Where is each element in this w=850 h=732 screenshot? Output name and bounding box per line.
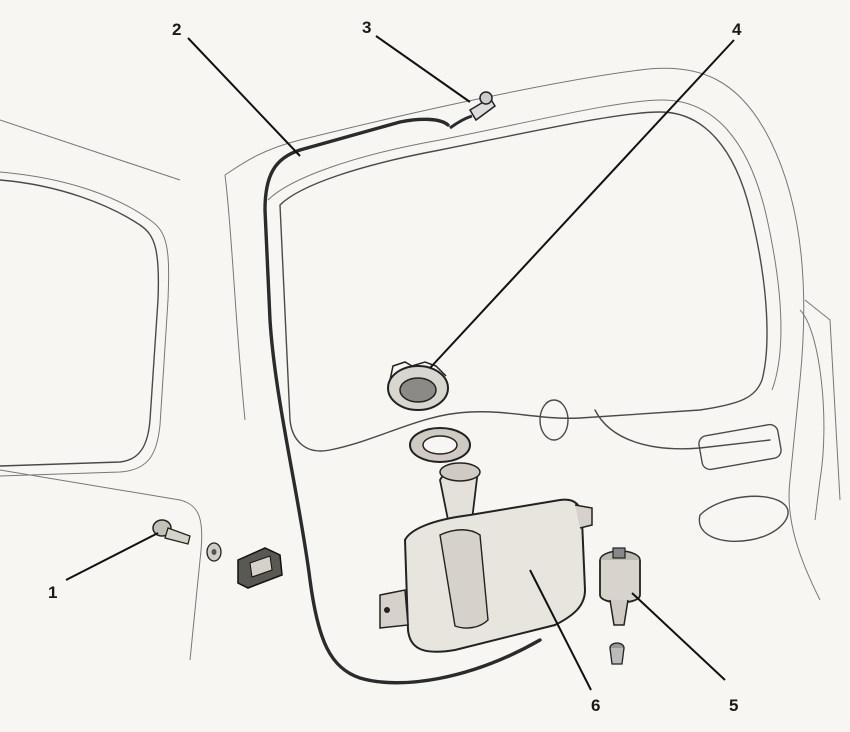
fastener-washer [206,542,222,562]
callout-3: 3 [362,18,372,37]
leader-line-2 [187,37,301,157]
callout-6: 6 [591,696,601,715]
leader-lines [65,35,735,691]
washer-pump [599,547,641,665]
seal-ring [409,427,471,463]
leader-line-3 [375,35,471,103]
callout-2: 2 [172,20,182,39]
fastener-bolt [152,519,191,545]
body-panel [0,67,821,661]
callout-4: 4 [732,20,742,39]
leader-line-5 [631,592,726,681]
callout-5: 5 [729,696,739,715]
leader-line-1 [65,532,159,581]
washer-hose [263,117,542,685]
tailgate-window [267,99,782,452]
washer-nozzle [449,91,497,130]
side-window [0,119,181,477]
tailgate-lower [539,299,841,542]
leader-line-6 [529,569,592,691]
leader-line-4 [429,39,735,369]
callout-1: 1 [48,583,58,602]
washer-reservoir [379,462,593,653]
filler-cap [387,361,449,411]
mounting-bracket [237,547,283,589]
